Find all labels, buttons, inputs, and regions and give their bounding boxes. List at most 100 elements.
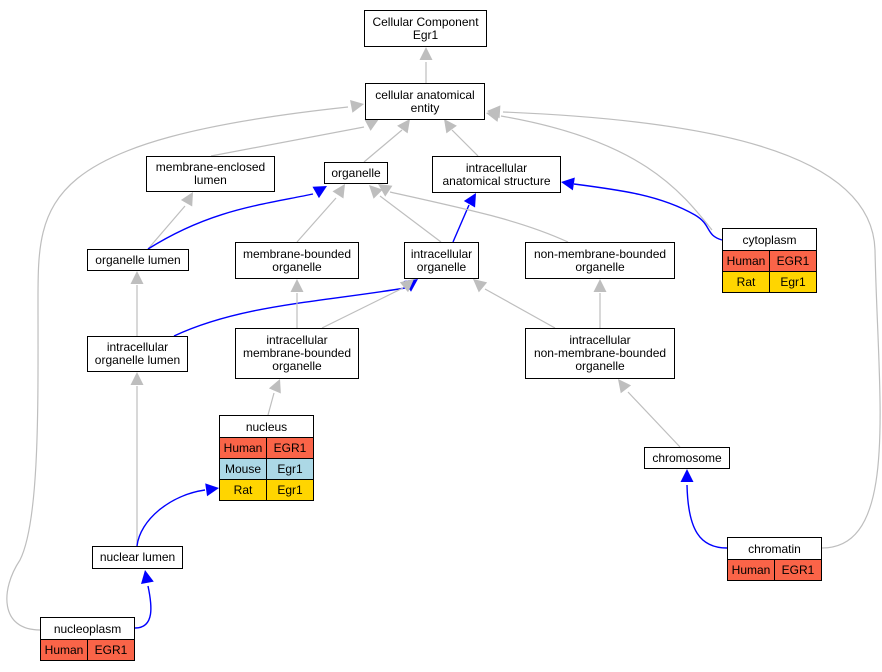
edge-nuclumen-to-nucleus <box>136 483 219 547</box>
gene-cell: EGR1 <box>774 560 821 580</box>
arrowhead <box>141 570 154 584</box>
gene-cell: EGR1 <box>266 438 313 458</box>
node-label: chromosome <box>652 450 722 465</box>
node-label: organelle <box>331 165 381 180</box>
node-label: intracellular anatomical structure <box>442 160 551 188</box>
node-label: intracellular organelle <box>410 246 473 274</box>
arrowhead <box>290 279 304 292</box>
edge-imbo-to-mbo <box>290 279 304 328</box>
node-label: Cellular Component Egr1 <box>372 14 479 42</box>
arrowhead <box>350 100 364 113</box>
node-label: nuclear lumen <box>99 550 176 564</box>
arrowhead <box>364 119 379 131</box>
node-label: cellular anatomical entity <box>375 87 475 115</box>
arrowhead <box>268 379 281 394</box>
node-intracellular-organelle-lumen[interactable]: intracellular organelle lumen <box>87 336 188 372</box>
arrowhead <box>419 47 433 60</box>
edge-ias-to-cae <box>444 119 479 157</box>
node-intracellular-non-membrane-bounded-organelle[interactable]: intracellular non-membrane-bounded organ… <box>525 328 675 379</box>
edge-chromatin-to-chromosome <box>680 469 728 549</box>
arrowhead <box>561 177 575 191</box>
edge-chromosome-to-inmbo <box>618 379 681 448</box>
gene-cell: EGR1 <box>769 251 816 271</box>
node-label: membrane-bounded organelle <box>242 246 352 274</box>
arrowhead <box>487 105 501 119</box>
edge-iol-to-orglumen <box>130 271 144 336</box>
node-non-membrane-bounded-organelle[interactable]: non-membrane-bounded organelle <box>525 242 675 279</box>
node-intracellular-membrane-bounded-organelle[interactable]: intracellular membrane-bounded organelle <box>235 328 359 379</box>
arrowhead <box>399 279 414 293</box>
arrowhead <box>618 379 632 394</box>
gene-cell: Egr1 <box>266 480 313 500</box>
gene-cell: EGR1 <box>87 640 134 660</box>
node-label: intracellular non-membrane-bounded organ… <box>533 333 667 373</box>
node-header: nucleus <box>220 416 313 438</box>
species-cell: Rat <box>220 480 266 500</box>
edge-cytoplasm-to-ias <box>561 177 723 241</box>
arrowhead <box>473 279 488 293</box>
edge-inmbo-to-nmbo <box>593 279 607 328</box>
edge-nuclumen-to-iol <box>130 372 144 546</box>
node-membrane-enclosed-lumen[interactable]: membrane-enclosed lumen <box>146 156 275 192</box>
node-header: chromatin <box>728 538 821 560</box>
edge-chromatin-to-cae <box>487 105 881 549</box>
node-label: non-membrane-bounded organelle <box>533 246 667 274</box>
node-intracellular-anatomical-structure[interactable]: intracellular anatomical structure <box>432 156 561 193</box>
node-intracellular-organelle[interactable]: intracellular organelle <box>404 242 479 279</box>
species-cell: Human <box>41 640 87 660</box>
node-label: organelle lumen <box>95 252 181 267</box>
arrowhead <box>378 184 393 197</box>
edge-orglumen-to-organelle <box>147 186 327 250</box>
arrowhead <box>180 192 193 207</box>
species-cell: Human <box>728 560 774 580</box>
species-cell: Mouse <box>220 459 266 479</box>
arrowhead <box>593 279 607 292</box>
arrowhead <box>680 469 694 482</box>
arrowhead <box>205 483 219 497</box>
edge-inmbo-to-io <box>473 279 556 329</box>
node-header: cytoplasm <box>723 229 816 251</box>
edge-imbo-to-io <box>321 279 414 329</box>
node-nuclear-lumen[interactable]: nuclear lumen <box>92 546 183 569</box>
arrowhead <box>369 185 383 199</box>
node-membrane-bounded-organelle[interactable]: membrane-bounded organelle <box>235 242 359 279</box>
edge-nucleoplasm-to-nuclumen <box>134 570 154 629</box>
arrowhead <box>332 184 345 199</box>
node-label: intracellular organelle lumen <box>94 340 181 367</box>
node-cellular-anatomical-entity[interactable]: cellular anatomical entity <box>365 83 485 120</box>
edge-io-to-ias <box>452 193 476 243</box>
gene-cell: Egr1 <box>266 459 313 479</box>
species-cell: Human <box>220 438 266 458</box>
node-label: intracellular membrane-bounded organelle <box>242 333 352 373</box>
arrowhead <box>130 372 144 385</box>
species-cell: Human <box>723 251 769 271</box>
node-header: nucleoplasm <box>41 618 134 640</box>
node-organelle-lumen[interactable]: organelle lumen <box>87 249 189 271</box>
node-label: membrane-enclosed lumen <box>155 160 266 187</box>
edge-nmbo-to-organelle <box>378 184 569 243</box>
edge-mbo-to-organelle <box>296 184 345 243</box>
node-organelle[interactable]: organelle <box>324 162 388 184</box>
edge-organelle-to-cae <box>363 119 410 163</box>
edge-io-to-organelle <box>369 185 442 243</box>
arrowhead <box>130 271 144 284</box>
node-chromosome[interactable]: chromosome <box>644 447 730 469</box>
arrowhead <box>444 119 457 134</box>
arrowhead <box>463 193 476 208</box>
arrowhead <box>397 119 410 134</box>
edge-orglumen-to-mel <box>147 192 193 250</box>
node-cellular-component-egr1[interactable]: Cellular Component Egr1 <box>364 10 487 47</box>
edge-nucleoplasm-to-cae <box>6 100 364 631</box>
edge-mel-to-cae <box>210 119 379 157</box>
